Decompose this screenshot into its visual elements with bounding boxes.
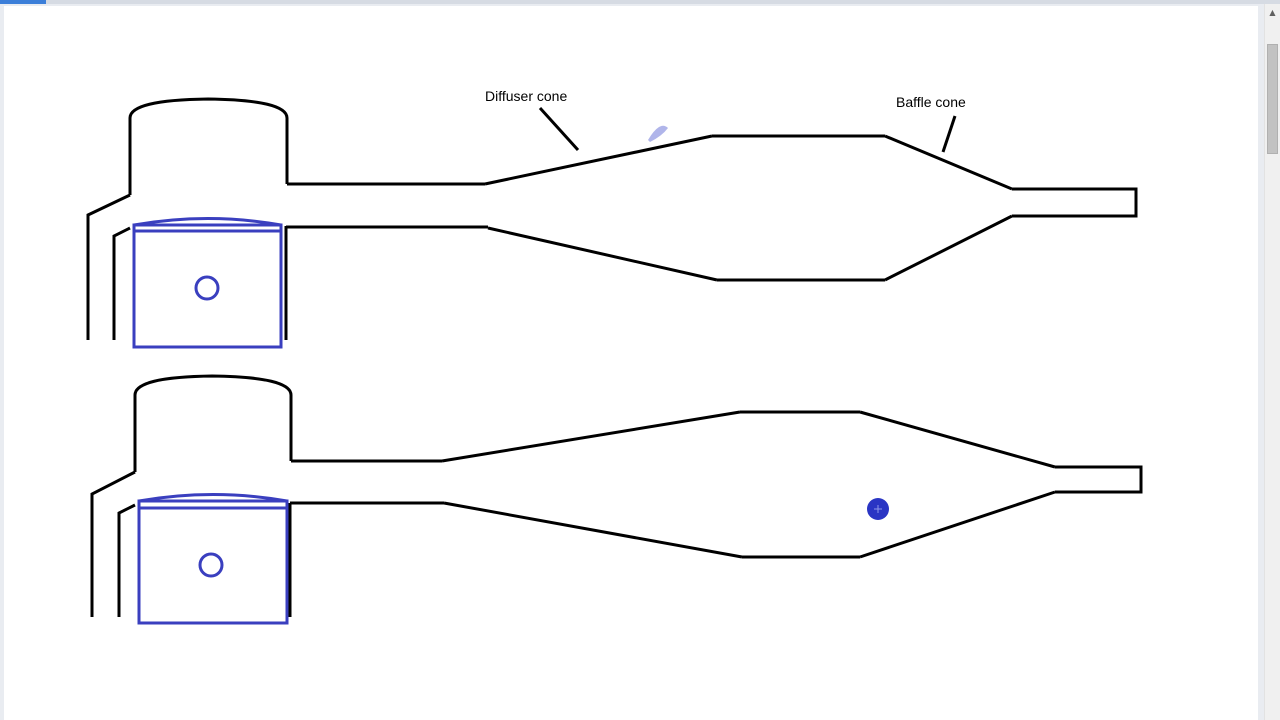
stray-brush-mark [648, 125, 668, 142]
lower-baffle-top [859, 410, 1056, 469]
upper-diffuser-bottom [487, 226, 718, 282]
upper-baffle-bottom [884, 214, 1013, 282]
upper-wrist-pin [194, 275, 220, 301]
lower-stinger [1055, 465, 1143, 494]
top-strip-accent [0, 0, 46, 4]
baffle-cone-label: Baffle cone [896, 94, 966, 110]
upper-cylinder-wall-inner [112, 226, 131, 340]
lower-cylinder-head [133, 374, 293, 472]
upper-exhaust-assembly [86, 97, 1138, 340]
lower-cylinder-wall-inner [117, 503, 136, 617]
upper-cylinder-wall-outer [86, 193, 131, 340]
upper-piston-body [132, 223, 283, 349]
lower-wrist-pin [198, 552, 224, 578]
lower-exhaust-assembly [90, 374, 1143, 617]
upper-diffuser-top [484, 134, 713, 186]
upper-cylinder-head [128, 97, 289, 195]
diffuser-cone-label: Diffuser cone [485, 88, 567, 104]
upper-stinger [1012, 187, 1138, 218]
baffle-cone-leader [941, 115, 957, 153]
cursor-icon [867, 498, 889, 520]
vertical-scrollbar[interactable]: ▲ [1264, 4, 1280, 720]
lower-piston-crown [138, 493, 288, 503]
lower-piston-body [137, 499, 289, 625]
top-strip [0, 0, 1280, 4]
drawing-canvas[interactable] [4, 6, 1258, 720]
upper-piston-crown [133, 217, 282, 227]
lower-diffuser-top [441, 410, 741, 463]
lower-diffuser-bottom [443, 501, 743, 559]
lower-piston [137, 493, 289, 625]
scroll-thumb[interactable] [1267, 44, 1278, 154]
upper-baffle-top [884, 134, 1013, 191]
upper-piston [132, 217, 283, 349]
diffuser-cone-leader [538, 106, 580, 152]
scroll-up-icon[interactable]: ▲ [1269, 8, 1276, 17]
lower-cylinder-wall-outer [90, 470, 136, 617]
lower-baffle-bottom [859, 490, 1056, 559]
